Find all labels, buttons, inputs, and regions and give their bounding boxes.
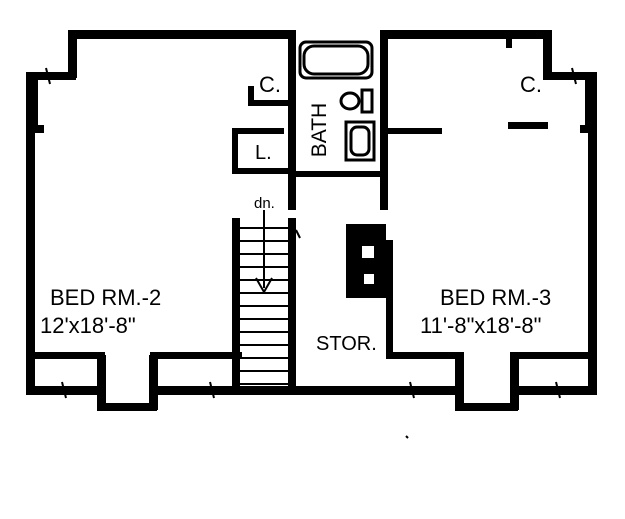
wall-dormer-br-left (455, 355, 464, 410)
wall-left-upper (26, 72, 38, 132)
knee-wall-left-b (150, 352, 242, 359)
wall-linen-left (232, 128, 238, 174)
wall-stair-right (288, 218, 296, 393)
wall-left (26, 125, 35, 395)
toilet-bowl (339, 91, 361, 111)
wall-tick (295, 229, 301, 239)
bathtub (298, 40, 374, 80)
bathtub-basin (302, 44, 370, 76)
wall-stair-left (232, 218, 240, 393)
stair-down-label: dn. (254, 195, 275, 212)
closet-left-label: C. (259, 72, 281, 97)
wall-tick (409, 381, 415, 399)
toilet-tank (360, 88, 374, 114)
wall-dormer-left-top (26, 72, 76, 80)
bed-rm-3-size: 11'-8"x18'-8" (420, 313, 542, 338)
knee-wall-left-a (35, 352, 105, 359)
wall-right (588, 125, 597, 395)
closet-right-label: C. (520, 72, 542, 97)
wall-right-upper (585, 72, 597, 132)
wall-dormer-br-right (510, 355, 519, 410)
wall-bath-bottom (296, 171, 388, 177)
chimney (346, 224, 386, 298)
wall-closet-right-stub (506, 38, 512, 48)
chimney-flue-a (362, 246, 374, 258)
stair-arrow-head (255, 277, 273, 295)
wall-top-left (68, 30, 290, 39)
wall-linen-top (232, 128, 284, 134)
wall-closet-right-bottom (386, 128, 442, 134)
wall-dormer-right-inner (543, 30, 552, 78)
wall-bottom-right (510, 386, 597, 395)
storage-label: STOR. (316, 333, 377, 355)
wall-bath-left (288, 30, 296, 210)
vanity-sink (349, 125, 371, 157)
linen-closet-label: L. (255, 142, 272, 164)
wall-bottom-left (26, 386, 106, 395)
wall-dormer-bl-right (149, 355, 158, 410)
stray-mark (405, 435, 409, 439)
wall-bath-stub (288, 168, 296, 176)
wall-dormer-right-top (543, 72, 597, 80)
knee-wall-right-b (510, 352, 590, 359)
wall-closet-left-bottom (248, 100, 290, 106)
wall-bath-right (380, 30, 388, 210)
bed-rm-2-name: BED RM.-2 (50, 285, 162, 310)
wall-stor-right (386, 240, 393, 358)
chimney-flue-b (364, 274, 374, 284)
bath-label: BATH (308, 102, 331, 158)
wall-tick (61, 381, 67, 399)
wall-closet-right-b (508, 122, 548, 129)
wall-bottom-center (158, 386, 456, 395)
wall-tick (45, 67, 51, 85)
wall-dormer-left-inner (68, 30, 77, 78)
wall-linen-bottom (232, 168, 290, 174)
bed-rm-3-name: BED RM.-3 (440, 285, 552, 310)
bed-rm-2-size: 12'x18'-8" (40, 313, 136, 338)
wall-closet-left-jamb (248, 86, 254, 106)
vanity (344, 120, 376, 162)
wall-tick (209, 381, 215, 399)
wall-dormer-bl-left (97, 355, 106, 410)
wall-tick (555, 381, 561, 399)
knee-wall-right-a (386, 352, 464, 359)
wall-tick (571, 67, 577, 85)
